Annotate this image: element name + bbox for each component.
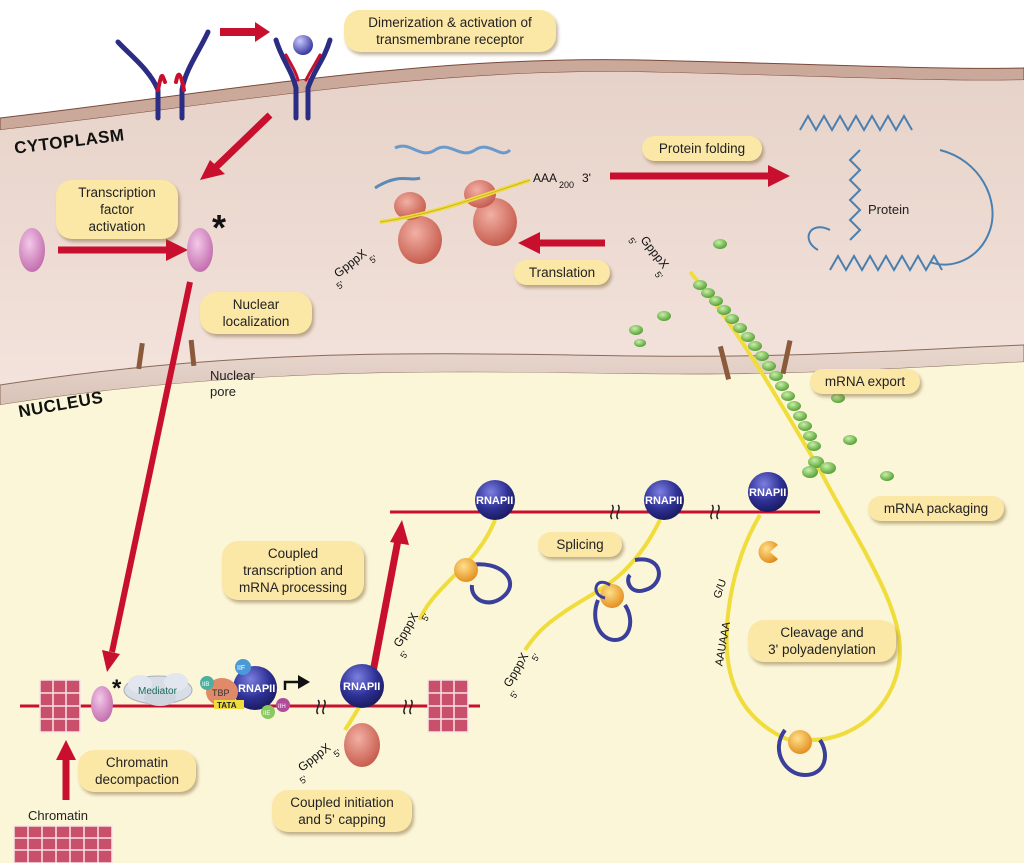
svg-text:RNAPII: RNAPII	[645, 495, 682, 507]
svg-text:5': 5'	[653, 270, 665, 282]
svg-text:5': 5'	[626, 236, 638, 248]
exported-mrna	[629, 239, 903, 742]
nuclear-pore-left-a	[136, 342, 145, 370]
svg-text:5': 5'	[332, 747, 344, 759]
bound-transcription-factor	[91, 686, 113, 722]
dna-breaks-lower	[316, 699, 413, 715]
transcription-factor-inactive	[19, 228, 45, 272]
svg-text:5': 5'	[508, 689, 520, 700]
rnapii-upper-3: RNAPII	[724, 472, 827, 778]
arrow-to-tf-activation	[212, 112, 273, 171]
svg-text:TBP: TBP	[212, 688, 230, 698]
svg-text:5': 5'	[368, 253, 380, 265]
svg-text:RNAPII: RNAPII	[476, 495, 513, 507]
transcription-factor-active	[187, 228, 213, 272]
splicing-label: Splicing	[538, 532, 622, 557]
mediator-complex: Mediator	[123, 673, 193, 706]
nuclear-pore-left-b	[188, 339, 197, 367]
dimerization-label: Dimerization & activation of transmembra…	[344, 10, 556, 52]
svg-text:5': 5'	[335, 279, 347, 291]
activation-asterisk-bottom: *	[112, 675, 122, 702]
protein-label: Protein	[868, 202, 909, 217]
activation-asterisk-top: *	[212, 207, 226, 248]
rnapii-capping: RNAPII	[340, 664, 384, 767]
polya-tail-label: AAA 200 3'	[533, 171, 591, 190]
receptor-monomers	[115, 29, 211, 121]
arrow-dimerization	[220, 22, 270, 42]
green-packaging-proteins	[629, 239, 894, 481]
svg-text:5': 5'	[420, 612, 432, 623]
cleavage-label: Cleavage and 3' polyadenylation	[748, 620, 896, 662]
coupled-initiation-label: Coupled initiation and 5' capping	[272, 790, 412, 832]
coupled-transcription-label: Coupled transcription and mRNA processin…	[222, 541, 364, 600]
dna-breaks-upper	[610, 504, 720, 520]
svg-text:200: 200	[559, 180, 574, 190]
svg-text:5': 5'	[398, 649, 410, 660]
protein-folding-label: Protein folding	[642, 136, 762, 161]
rnapii-upper-2: RNAPII	[523, 480, 684, 652]
arrow-transcription-up	[369, 539, 402, 673]
mrna-export-label: mRNA export	[810, 369, 920, 394]
nuclear-pore-right-b	[780, 339, 793, 375]
svg-text:RNAPII: RNAPII	[749, 487, 786, 499]
nuclear-pore-right-a	[717, 345, 732, 380]
folded-protein	[799, 113, 994, 273]
plasma-membrane	[0, 59, 1024, 131]
nucleosome-left	[39, 679, 81, 733]
translation-label: Translation	[514, 260, 610, 285]
svg-text:5': 5'	[298, 774, 310, 786]
preinitiation-complex: RNAPII TBP TATA IIF IIB IIE IIH	[200, 659, 290, 719]
svg-text:IIE: IIE	[263, 711, 270, 717]
nuclear-localization-label: Nuclear localization	[200, 292, 312, 334]
svg-text:Mediator: Mediator	[138, 686, 178, 697]
tf-activation-label: Transcription factor activation	[56, 180, 178, 239]
transcription-start-arrow	[283, 675, 310, 690]
nucleosome-right	[427, 679, 469, 733]
svg-text:IIB: IIB	[202, 682, 209, 688]
nuclear-pore-label: Nuclear pore	[210, 368, 255, 399]
arrow-nuclear-localization	[109, 281, 193, 653]
svg-text:IIF: IIF	[237, 665, 245, 672]
svg-text:3': 3'	[582, 171, 591, 185]
rnapii-upper-1: RNAPII	[418, 480, 515, 621]
process-arrows	[56, 22, 790, 800]
svg-text:5': 5'	[530, 652, 542, 663]
svg-text:IIH: IIH	[278, 704, 286, 710]
polysome	[374, 144, 531, 264]
chromatin-decompaction-label: Chromatin decompaction	[78, 750, 196, 792]
svg-text:AAA: AAA	[533, 171, 557, 185]
svg-text:TATA: TATA	[217, 701, 237, 710]
chromatin-label: Chromatin	[28, 808, 88, 823]
svg-text:RNAPII: RNAPII	[238, 683, 275, 695]
receptor-dimer	[273, 35, 333, 121]
gu-site-label: G/U	[712, 578, 729, 600]
svg-text:RNAPII: RNAPII	[343, 681, 380, 693]
chromatin-block	[13, 825, 113, 863]
mrna-packaging-label: mRNA packaging	[868, 496, 1004, 521]
